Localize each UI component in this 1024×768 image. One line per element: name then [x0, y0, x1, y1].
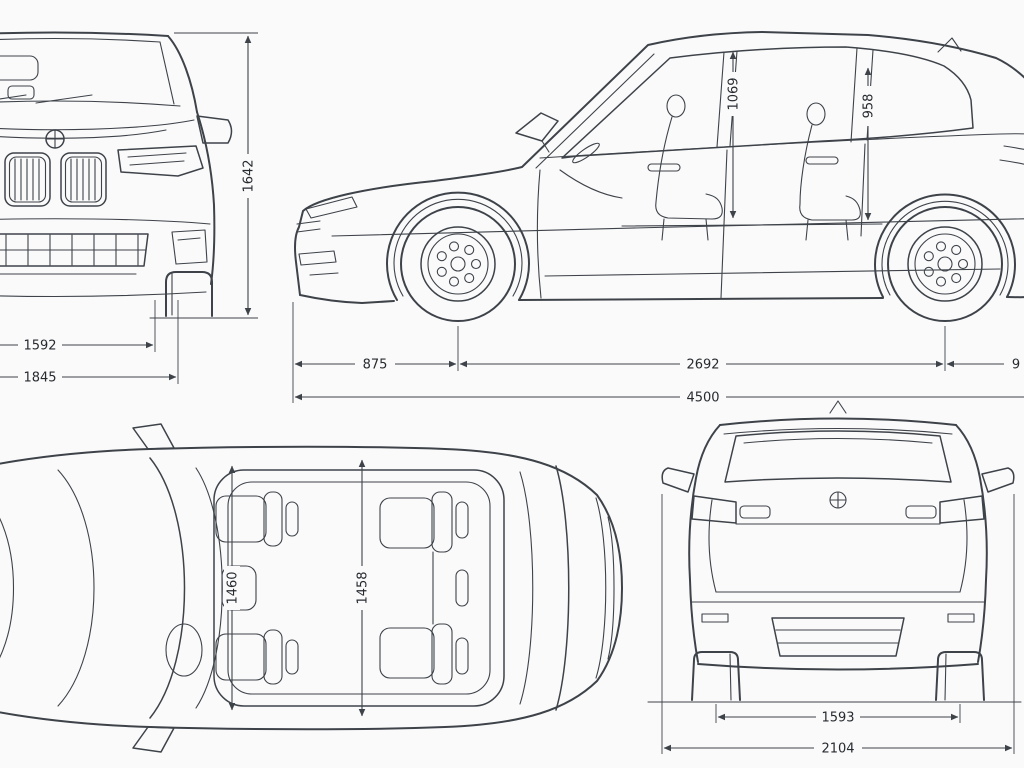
- rear-mirror-left: [661, 467, 695, 493]
- top-view: [0, 423, 623, 753]
- dim-side-front-overhang-label: 875: [363, 358, 388, 373]
- side-view: [294, 31, 1024, 322]
- dim-side-length-label: 4500: [686, 391, 719, 406]
- side-glasshouse: [535, 46, 974, 169]
- front-view: [0, 31, 235, 319]
- roof-antenna-fin: [937, 37, 962, 53]
- rear-body-outline: [688, 400, 988, 671]
- dim-top-rear-width-label: 1458: [356, 571, 371, 604]
- brand-roundel: [45, 129, 65, 149]
- front-wheel: [400, 206, 516, 322]
- front-hood-lines: [0, 119, 195, 139]
- dim-rear-width-label: 2104: [821, 742, 854, 757]
- front-body-outline: [0, 31, 216, 298]
- side-body-outline: [294, 31, 1024, 296]
- tailgate: [708, 499, 968, 593]
- rear-view: [647, 400, 1022, 703]
- wiper-left: [0, 94, 27, 100]
- top-windshield: [149, 457, 223, 719]
- top-rear-glass: [519, 465, 615, 711]
- dim-top-rear-width: 1458: [354, 459, 371, 717]
- dim-rear-width: 2104: [661, 494, 1015, 757]
- side-front-fascia: [296, 196, 358, 276]
- side-lower-body: [299, 191, 1024, 304]
- door-handle-rear: [805, 156, 839, 165]
- dim-side-front-headroom: 1069: [725, 51, 742, 219]
- front-wheels: [149, 271, 235, 319]
- rear-antenna-fin: [829, 400, 847, 414]
- dim-top-front-width-label: 1460: [226, 571, 241, 604]
- steering-wheel-side: [572, 142, 600, 164]
- dim-front-track: 1592: [0, 300, 156, 354]
- rear-mirror-right: [981, 467, 1015, 493]
- dim-front-height-label: 1642: [242, 159, 257, 192]
- side-interior: [559, 94, 883, 241]
- rear-wheel: [887, 206, 1003, 322]
- dim-front-width-label: 1845: [23, 371, 56, 386]
- top-body-outline: [0, 445, 623, 731]
- top-rear-seats: [379, 491, 469, 685]
- rear-roundel: [829, 491, 847, 509]
- dim-front-width: 1845: [0, 300, 179, 386]
- rear-bumper: [691, 601, 985, 657]
- dim-side-wheelbase-label: 2692: [686, 358, 719, 373]
- rear-wheels: [691, 651, 985, 701]
- taillights: [691, 495, 985, 525]
- headlight-right: [117, 145, 204, 177]
- rear-headrest: [806, 102, 826, 126]
- dim-rear-track: 1593: [715, 704, 961, 726]
- dim-side-front-overhang: 875: [292, 302, 946, 403]
- top-mirror-right: [132, 726, 175, 753]
- dim-front-track-label: 1592: [23, 339, 56, 354]
- top-hood-lines: [0, 469, 95, 707]
- dim-front-height: 1642: [174, 32, 258, 319]
- door-handle-front: [647, 163, 681, 172]
- top-mirror-left: [132, 423, 175, 450]
- top-front-seats: [165, 491, 299, 685]
- side-rear-lamp: [999, 145, 1024, 165]
- dim-side-rear-headroom: 958: [860, 67, 877, 221]
- dim-side-length: 4500: [294, 389, 1024, 406]
- dim-side-front-headroom-label: 1069: [727, 77, 742, 110]
- kidney-grille: [4, 152, 107, 207]
- dim-side-rear-headroom-label: 958: [862, 94, 877, 119]
- dimension-annotations: 1642 1592 1845 1069 958: [0, 32, 1024, 757]
- front-windshield: [0, 37, 181, 107]
- front-headrest: [666, 94, 686, 118]
- dim-top-front-width: 1460: [224, 465, 241, 711]
- side-door-lines: [331, 133, 1024, 299]
- side-mirror: [515, 112, 559, 153]
- dim-side-rear-overhang: 9: [946, 356, 1024, 373]
- rear-glass: [724, 430, 952, 483]
- sunroof-through-glass: [0, 55, 39, 81]
- rearview-mirror: [7, 85, 35, 100]
- dim-rear-track-label: 1593: [821, 711, 854, 726]
- dim-side-rear-overhang-label: 9: [1012, 358, 1020, 373]
- side-mirror-right: [196, 115, 233, 144]
- dim-side-wheelbase: 2692: [459, 356, 944, 373]
- steering-wheel-top: [165, 623, 203, 677]
- wiper-right: [35, 94, 93, 104]
- front-bumper: [0, 218, 211, 275]
